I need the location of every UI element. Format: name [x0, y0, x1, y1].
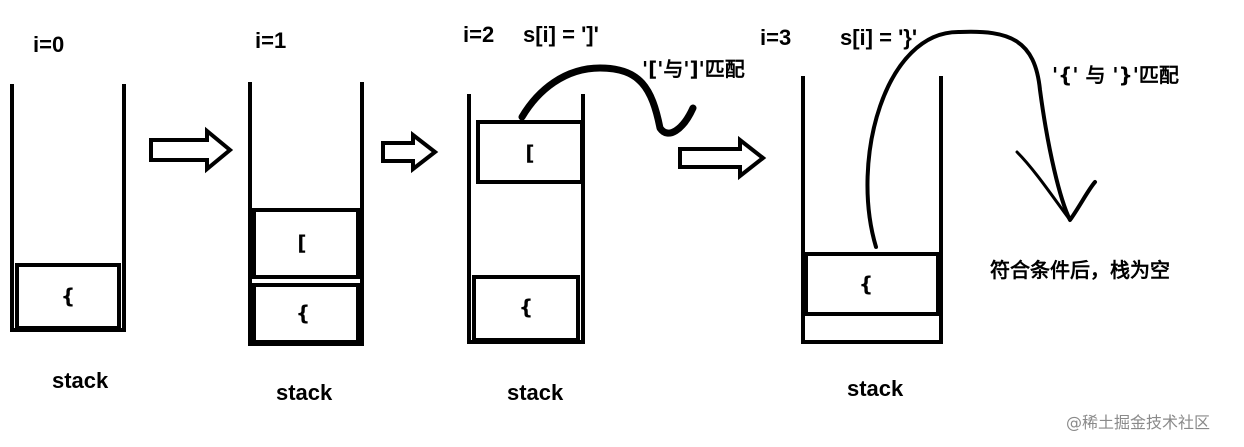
stack-cell-2-0 [476, 120, 584, 184]
stack-cell-text: { [859, 272, 873, 296]
step-label-2: i=2 [463, 22, 494, 47]
watermark: @稀土掘金技术社区 [1066, 413, 1210, 432]
condition-label-2: s[i] = ']' [523, 22, 599, 47]
stack-cell-text: { [519, 295, 533, 319]
stage-1: i=1 [ { stack [248, 28, 364, 405]
pop-curve-3-tail [1015, 150, 1072, 222]
stack-label-3: stack [847, 376, 904, 401]
stack-container-3 [801, 76, 943, 344]
step-label-1: i=1 [255, 28, 286, 53]
stack-label-0: stack [52, 368, 109, 393]
stage-2: i=2 s[i] = ']' [ { '['与']'匹配 stack [463, 22, 745, 405]
stage-0: i=0 { stack [10, 32, 126, 393]
next-arrow-icon [678, 135, 767, 181]
stack-cell-text: [ [297, 231, 306, 255]
condition-label-3: s[i] = '}' [840, 25, 917, 50]
step-label-3: i=3 [760, 25, 791, 50]
stack-cell-text: [ [525, 141, 534, 165]
stack-label-2: stack [507, 380, 564, 405]
stack-cell-text: { [61, 284, 75, 308]
stack-cell-3-0 [804, 252, 940, 316]
stack-cell-text: { [296, 301, 310, 325]
pop-curve-2 [518, 64, 697, 137]
result-text: 符合条件后，栈为空 [990, 258, 1170, 282]
step-label-0: i=0 [33, 32, 64, 57]
stack-cell-1-1 [252, 283, 360, 344]
next-arrow-icon [381, 130, 439, 174]
match-annotation-2: '['与']'匹配 [642, 57, 745, 81]
next-arrow-icon [149, 126, 234, 174]
stack-cell-2-1 [472, 275, 580, 342]
stack-cell-0-0 [15, 263, 121, 330]
stack-label-1: stack [276, 380, 333, 405]
stack-cell-1-0 [252, 208, 360, 279]
match-annotation-3: '{' 与 '}'匹配 [1052, 63, 1179, 87]
stage-3: i=3 s[i] = '}' { '{' 与 '}'匹配 stack [760, 25, 1179, 401]
